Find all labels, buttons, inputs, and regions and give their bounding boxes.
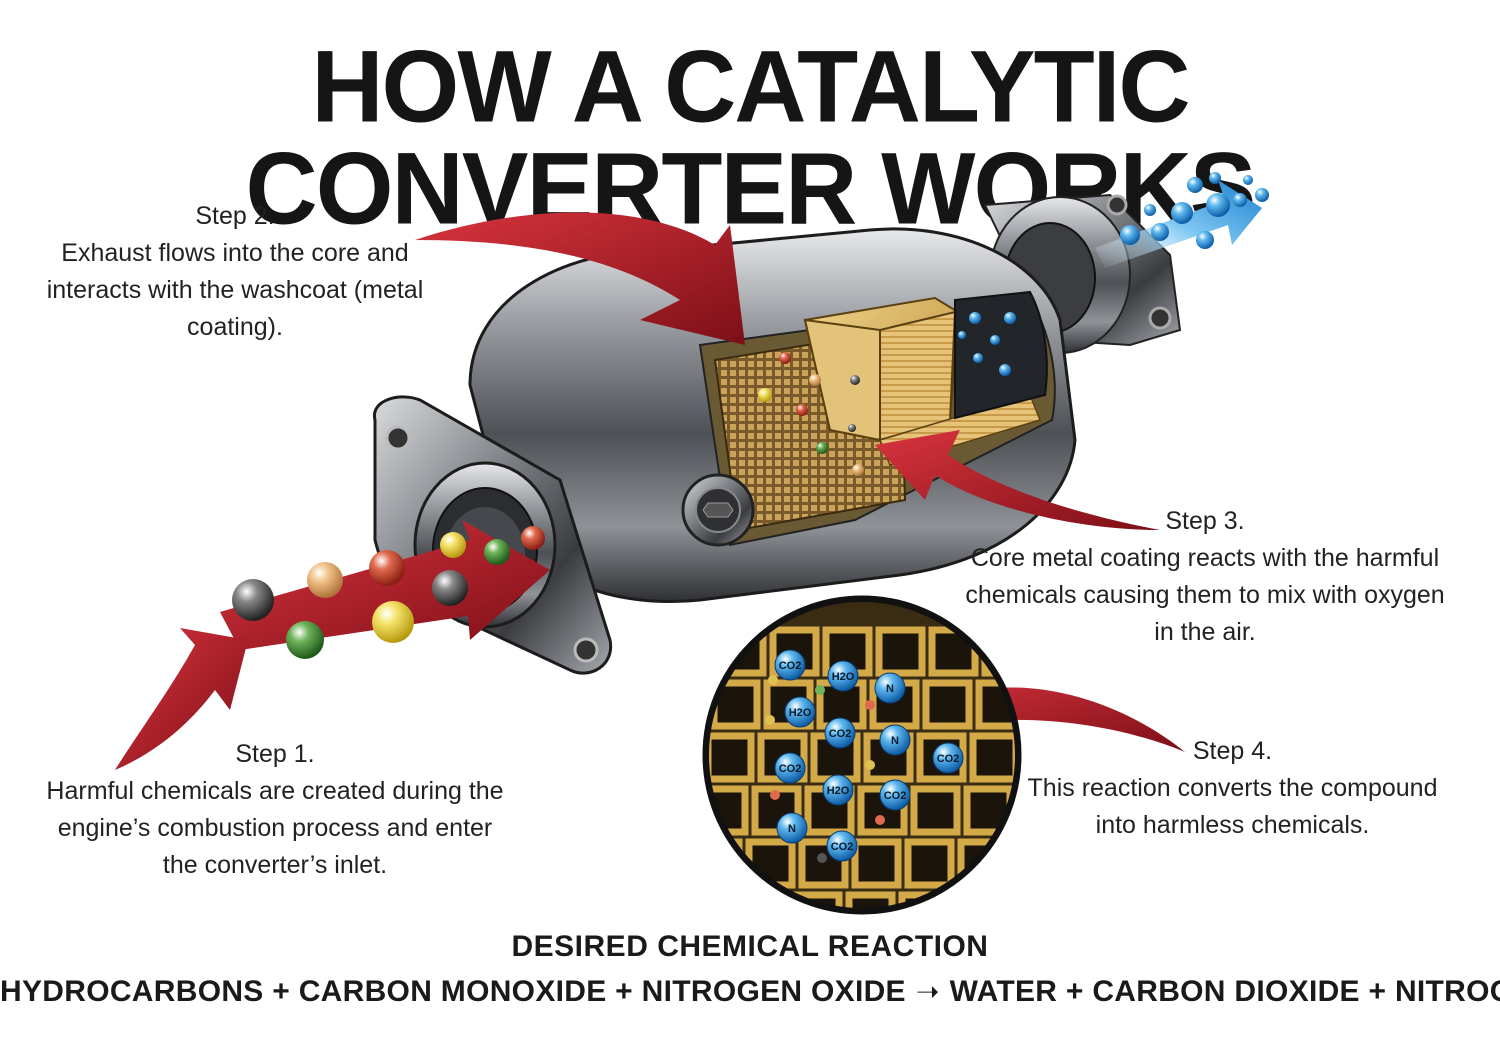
step3-pointer-arrow [875, 430, 1160, 530]
molecule-bubble [822, 774, 854, 806]
core-cell [910, 785, 961, 836]
molecule-label: CO2 [779, 763, 802, 775]
core-cell [904, 838, 955, 889]
step-3: Step 3. Core metal coating reacts with t… [960, 503, 1450, 651]
step-3-description: Core metal coating reacts with the harmf… [965, 544, 1445, 646]
reaction-arrow-icon: ➝ [915, 976, 940, 1007]
step-4-title: Step 4. [1192, 737, 1273, 765]
molecule-bubble [784, 696, 816, 728]
molecule-label: CO2 [884, 790, 907, 802]
molecule-bubble [774, 752, 806, 784]
molecule-bubble [774, 649, 806, 681]
core-cell [922, 679, 973, 730]
small-particle [865, 760, 875, 770]
core-cell [707, 838, 743, 889]
core-cell [957, 838, 1008, 889]
molecule-label: H2O [789, 707, 812, 719]
core-cell [851, 838, 902, 889]
reaction-products: WATER + CARBON DIOXIDE + NITROGEN [949, 975, 1500, 1008]
step-2-title: Step 2. [195, 202, 275, 230]
small-particle [765, 715, 775, 725]
reaction-heading: DESIRED CHEMICAL REACTION [511, 930, 989, 963]
page-title: HOW A CATALYTIC CONVERTER WORKS [245, 29, 1257, 247]
molecule-bubble [874, 672, 906, 704]
small-particle [875, 815, 885, 825]
small-particle [770, 790, 780, 800]
step-2-description: Exhaust flows into the core and interact… [46, 239, 424, 341]
molecule-label: H2O [827, 785, 850, 797]
step2-pointer-arrow [415, 212, 745, 345]
molecule-bubble [827, 660, 859, 692]
molecule-bubble [879, 779, 911, 811]
small-particle [815, 685, 825, 695]
molecule-label: CO2 [779, 660, 802, 672]
small-particle [768, 675, 778, 685]
molecule-label: N [886, 683, 894, 695]
reaction-reactants: HYDROCARBONS + CARBON MONOXIDE + NITROGE… [0, 975, 906, 1008]
step-4: Step 4. This reaction converts the compo… [1005, 733, 1460, 844]
step-1: Step 1. Harmful chemicals are created du… [40, 736, 510, 884]
small-particle [817, 853, 827, 863]
step1-pointer-arrow [115, 628, 248, 770]
core-cell [875, 626, 926, 677]
molecule-label: CO2 [829, 728, 852, 740]
molecule-label: N [788, 823, 796, 835]
step-1-title: Step 1. [235, 740, 315, 768]
small-particle [865, 700, 875, 710]
molecule-label: CO2 [831, 841, 854, 853]
step-1-description: Harmful chemicals are created during the… [46, 777, 504, 879]
molecule-bubble [879, 724, 911, 756]
core-cell [845, 891, 896, 910]
step-3-title: Step 3. [1165, 507, 1245, 535]
step-4-description: This reaction converts the compound into… [1027, 774, 1438, 839]
core-cell [707, 732, 755, 783]
molecule-label: CO2 [937, 753, 960, 765]
molecule-label: H2O [832, 671, 855, 683]
harmful-exhaust-arrow [220, 520, 550, 659]
reaction-equation: HYDROCARBONS + CARBON MONOXIDE + NITROGE… [0, 975, 1500, 1009]
molecule-bubble [824, 717, 856, 749]
molecule-bubble [932, 742, 964, 774]
converter-body [468, 227, 1077, 603]
step-2: Step 2. Exhaust flows into the core and … [40, 198, 430, 346]
molecule-bubble [826, 830, 858, 862]
molecule-bubble [776, 812, 808, 844]
clean-exhaust-arrow [1095, 172, 1269, 268]
molecule-label: N [891, 735, 899, 747]
